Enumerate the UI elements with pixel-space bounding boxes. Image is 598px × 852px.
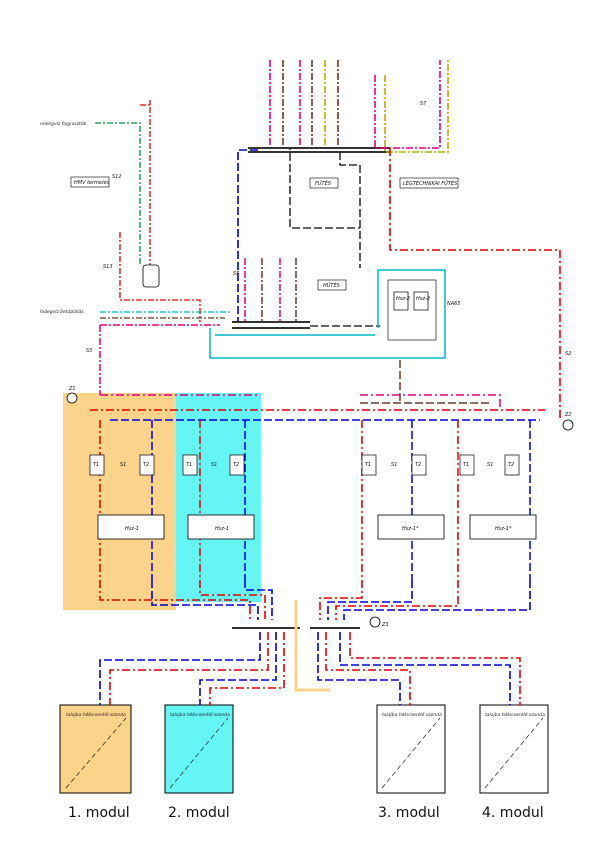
hideg-befolyas-label: hidegvíz betáplálás: [40, 308, 84, 315]
svg-text:Hsz-1*: Hsz-1*: [402, 526, 419, 532]
svg-text:T2: T2: [233, 462, 239, 468]
s2-label: S2: [565, 351, 571, 357]
module-label-4: 4. modul: [482, 805, 544, 821]
svg-text:S1: S1: [391, 462, 397, 468]
dhw-pipes: [95, 100, 230, 322]
futes-label: FŰTÉS: [315, 179, 332, 187]
hutes-label: HŰTÉS: [323, 281, 341, 289]
svg-text:Hsz-1: Hsz-1: [215, 526, 229, 532]
module-1-background: [63, 393, 176, 610]
pump-z3: Z3: [369, 616, 389, 628]
svg-text:Z3: Z3: [381, 622, 389, 628]
s12-label: S12: [112, 174, 122, 180]
ground-loop-pipes: [99, 580, 531, 705]
svg-text:T2: T2: [143, 462, 149, 468]
probe-field-1: [59, 704, 132, 794]
probe-field-2: [164, 704, 234, 794]
dhw-tank: [142, 264, 160, 288]
module-3: Hsz-1* T1 T2 S1: [361, 454, 445, 540]
module-label-2: 2. modul: [168, 805, 230, 821]
probe-label-2: talajba hőkicserélő szonda: [170, 711, 230, 718]
svg-text:S1: S1: [120, 462, 126, 468]
heat-pump-4: [469, 514, 537, 540]
futes-box: [309, 177, 339, 189]
svg-text:T1: T1: [463, 462, 469, 468]
module-label-3: 3. modul: [378, 805, 440, 821]
hsz2b-label: Hsz-2: [416, 296, 430, 302]
probe-field-3: [376, 704, 446, 794]
s13-label: S13: [103, 264, 113, 270]
pump-z1: Z1: [66, 386, 78, 404]
hsz2a-label: Hsz-2: [396, 296, 410, 302]
heat-pump-1: [97, 514, 165, 540]
hmv-box: [70, 176, 110, 188]
module-1: Hsz-1 T1 T2 S1: [89, 454, 165, 540]
probe-label-4: talajba hőkicserélő szonda: [485, 711, 545, 718]
svg-text:T1: T1: [365, 462, 371, 468]
svg-text:Hsz-1: Hsz-1: [125, 526, 139, 532]
s7-label: S7: [420, 101, 427, 107]
cooling-distribution-pipes: [99, 258, 446, 395]
heat-pump-2: [187, 514, 255, 540]
module-2: Hsz-1 T1 T2 S1: [182, 454, 255, 540]
svg-text:T2: T2: [508, 462, 514, 468]
lev-futes-label: LÉGTECHNIKAI FŰTÉS: [403, 179, 458, 187]
svg-text:S1: S1: [487, 462, 493, 468]
module-2-background: [176, 393, 261, 602]
module-4: Hsz-1* T1 T2 S1: [459, 454, 537, 540]
na65-label: NA65: [447, 301, 461, 307]
heating-distribution-pipes: [237, 60, 561, 420]
heat-pump-3: [377, 514, 445, 540]
s3-label: S3: [86, 348, 92, 354]
svg-text:Z1: Z1: [68, 386, 76, 392]
pump-z2: Z2: [562, 412, 574, 431]
probe-field-4: [479, 704, 549, 794]
probe-label-1: talajba hőkicserélő szonda: [66, 711, 126, 718]
svg-text:S1: S1: [211, 462, 217, 468]
lev-futes-box: [399, 177, 459, 189]
module-label-1: 1. modul: [68, 805, 130, 821]
svg-text:Z2: Z2: [564, 412, 572, 418]
hutes-box: [317, 279, 347, 291]
svg-text:T2: T2: [415, 462, 421, 468]
hmv-label: HMV termelés: [74, 179, 110, 186]
svg-text:T1: T1: [93, 462, 99, 468]
meleg-felhaszn-label: melegvíz fogyasztók: [40, 120, 87, 127]
svg-text:Hsz-1*: Hsz-1*: [495, 526, 512, 532]
probe-label-3: talajba hőkicserélő szonda: [382, 711, 442, 718]
svg-text:T1: T1: [186, 462, 192, 468]
module-feed-pipes: [90, 360, 545, 580]
s5-label: S5: [233, 271, 239, 277]
